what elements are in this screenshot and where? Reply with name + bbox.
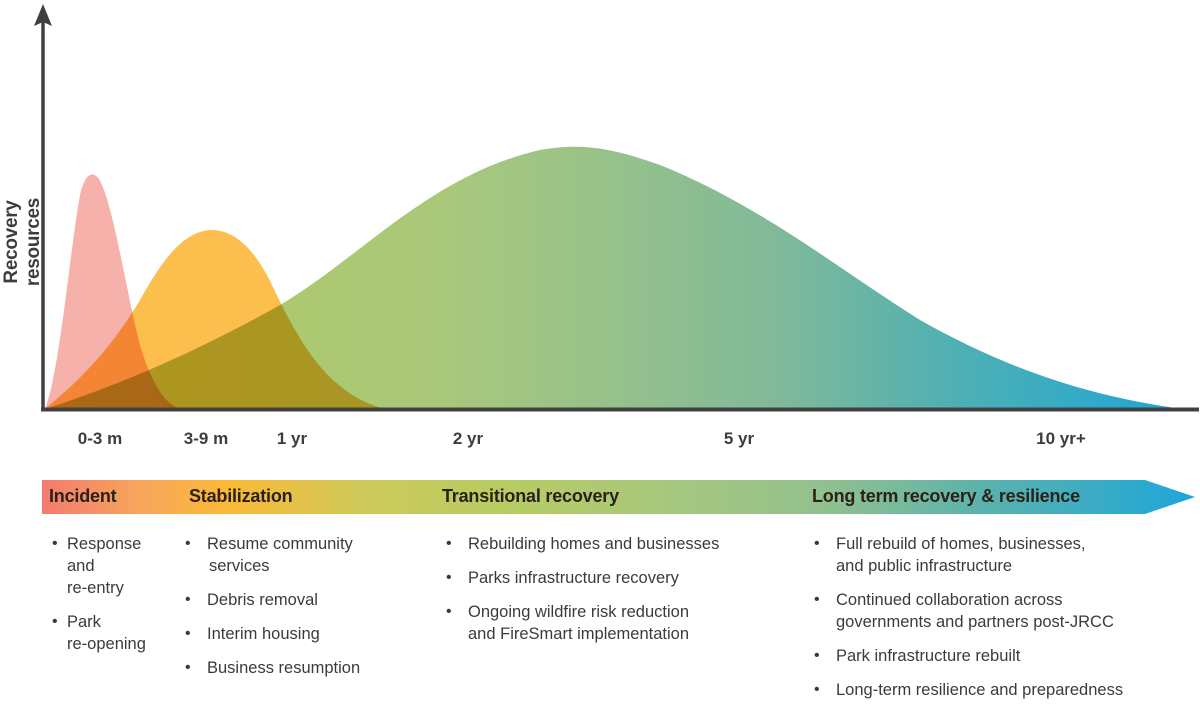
phase-label-transitional: Transitional recovery bbox=[442, 486, 619, 506]
stabilization-items: • Resume community services • Debris rem… bbox=[183, 533, 360, 691]
list-item: • Debris removal bbox=[185, 591, 318, 609]
list-item: • Ongoing wildfire risk reduction and Fi… bbox=[446, 603, 690, 643]
tick-label: 0-3 m bbox=[77, 429, 123, 448]
tick-label: 5 yr bbox=[723, 429, 755, 448]
bullet-icon: • bbox=[185, 659, 191, 676]
bullet-icon: • bbox=[185, 535, 191, 552]
tick-label: 2 yr bbox=[452, 429, 484, 448]
bullet-icon: • bbox=[446, 603, 452, 620]
bullet-icon: • bbox=[446, 535, 452, 552]
tick-label: 10 yr+ bbox=[1036, 429, 1086, 448]
list-item: • Rebuilding homes and businesses bbox=[446, 535, 720, 553]
long-term-items: • Full rebuild of homes, businesses, and… bbox=[812, 533, 1123, 713]
y-axis-arrow-icon bbox=[34, 4, 52, 26]
bullet-icon: • bbox=[185, 591, 191, 608]
bullet-icon: • bbox=[52, 535, 58, 552]
list-item: • Park infrastructure rebuilt bbox=[814, 647, 1021, 665]
list-item: • Interim housing bbox=[185, 625, 320, 643]
bullet-icon: • bbox=[814, 681, 820, 698]
list-item: • Business resumption bbox=[185, 659, 361, 677]
phase-label-stabilization: Stabilization bbox=[189, 486, 293, 506]
bullet-icon: • bbox=[814, 647, 820, 664]
bullet-icon: • bbox=[814, 591, 820, 608]
list-item: • Continued collaboration across governm… bbox=[814, 591, 1114, 631]
bullet-icon: • bbox=[52, 613, 58, 630]
incident-items: • Response and re-entry • Park re-openin… bbox=[52, 533, 146, 667]
list-item: • Park re-opening bbox=[52, 613, 146, 653]
y-axis-label: Recovery resources bbox=[1, 197, 44, 287]
tick-label: 3-9 m bbox=[183, 429, 229, 448]
phase-label-long-term: Long term recovery & resilience bbox=[812, 486, 1080, 506]
list-item: • Long-term resilience and preparedness bbox=[814, 681, 1124, 699]
transitional-items: • Rebuilding homes and businesses • Park… bbox=[444, 533, 719, 657]
curve-incident bbox=[45, 174, 182, 409]
list-item: • Resume community services bbox=[185, 535, 353, 575]
bullet-icon: • bbox=[185, 625, 191, 642]
phase-banner-arrow bbox=[42, 480, 1195, 514]
bullet-icon: • bbox=[814, 535, 820, 552]
list-item: • Full rebuild of homes, businesses, and… bbox=[814, 535, 1086, 575]
tick-label: 1 yr bbox=[276, 429, 308, 448]
bullet-icon: • bbox=[446, 569, 452, 586]
list-item: • Parks infrastructure recovery bbox=[446, 569, 679, 587]
curve-long-term bbox=[45, 146, 1182, 409]
phase-label-incident: Incident bbox=[49, 486, 117, 506]
list-item: • Response and re-entry bbox=[52, 535, 142, 597]
